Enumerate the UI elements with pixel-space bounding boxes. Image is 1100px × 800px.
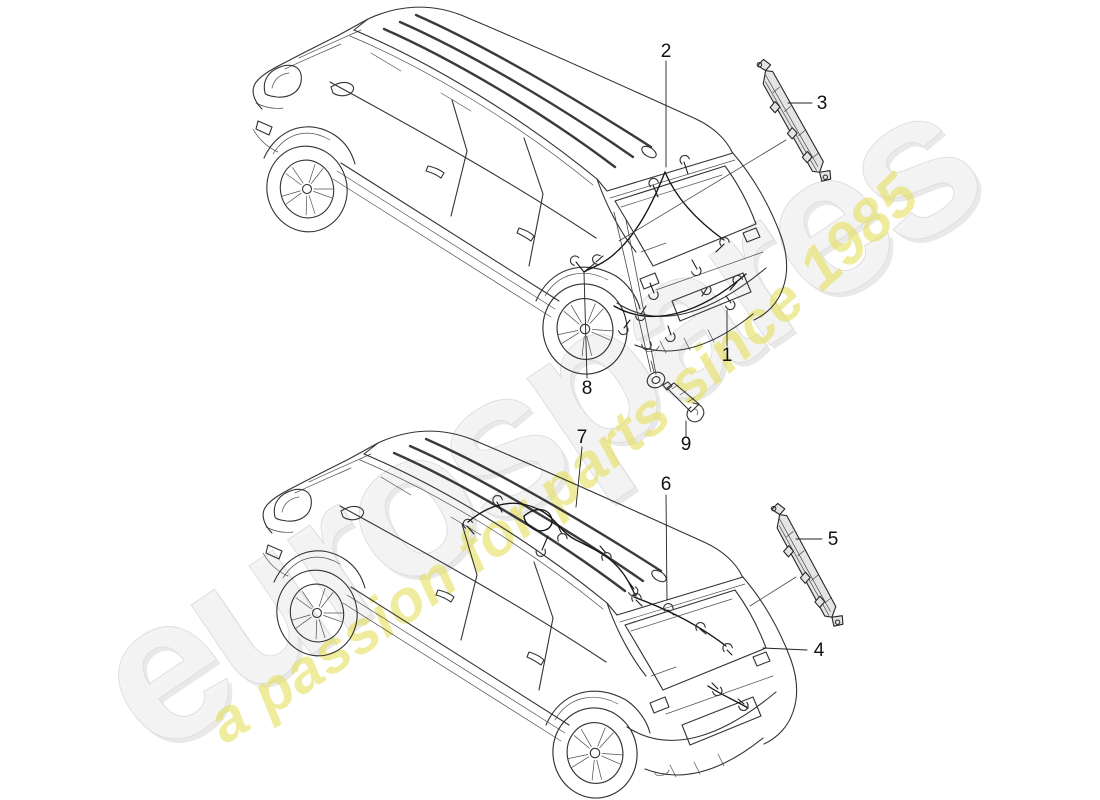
part-9-locator-line-b bbox=[625, 219, 657, 375]
callout-1: 1 bbox=[722, 345, 733, 366]
callout-4-leader bbox=[762, 647, 808, 651]
part-9-locator-line-a bbox=[613, 211, 652, 373]
callout-6: 6 bbox=[661, 474, 672, 495]
callout-9: 9 bbox=[681, 434, 692, 455]
callout-8-leader bbox=[583, 272, 588, 379]
callout-7-leader bbox=[575, 446, 583, 508]
part-strip-5 bbox=[763, 498, 847, 635]
callout-4: 4 bbox=[814, 640, 825, 661]
callout-5: 5 bbox=[828, 529, 839, 550]
part-9-bracket bbox=[646, 360, 705, 423]
callout-numbers: 1 2 3 4 5 6 7 8 9 bbox=[577, 41, 839, 661]
callout-leaders bbox=[575, 60, 823, 651]
watermark: eurospares eurospares a passion for part… bbox=[51, 43, 1019, 800]
roof-harness-bottom bbox=[460, 493, 751, 713]
callout-6-leader bbox=[665, 494, 668, 601]
callout-8: 8 bbox=[582, 378, 593, 399]
part-3-locator-line bbox=[618, 139, 787, 242]
callout-3: 3 bbox=[817, 93, 828, 114]
callout-2: 2 bbox=[661, 41, 672, 62]
callout-7: 7 bbox=[577, 427, 588, 448]
part-5-locator-line bbox=[749, 576, 797, 607]
watermark-brand: eurospares bbox=[52, 43, 1015, 796]
